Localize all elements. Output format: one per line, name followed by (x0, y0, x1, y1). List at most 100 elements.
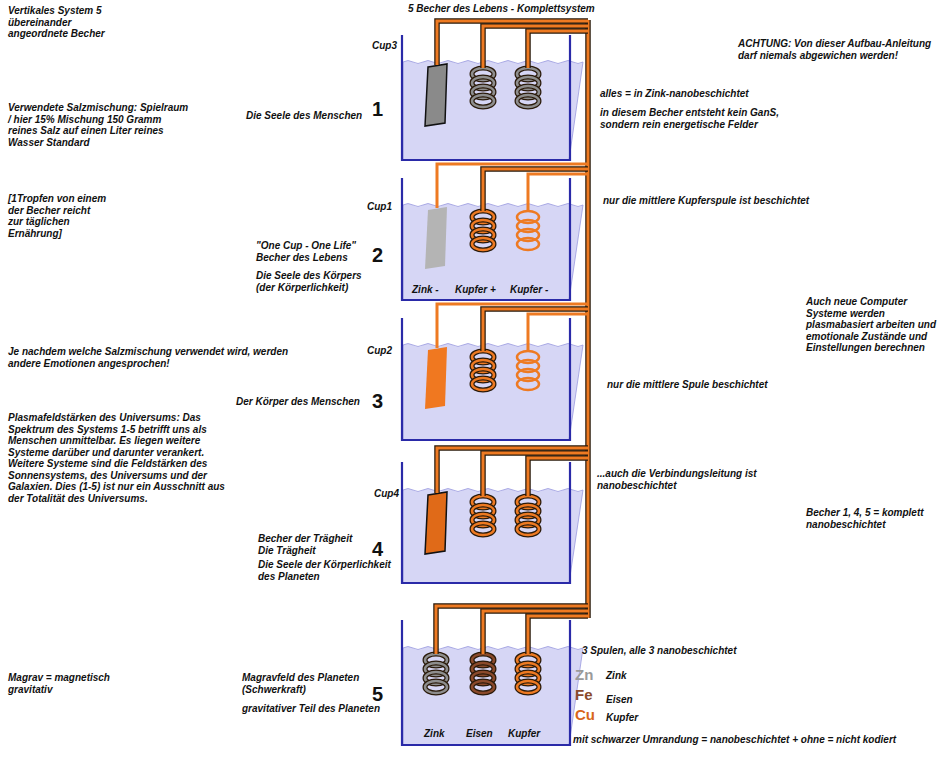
coil-coating (472, 681, 494, 693)
note-label: Kupfer - (510, 284, 548, 296)
wire-coating (483, 169, 588, 211)
note-label: Eisen (466, 728, 493, 740)
element-symbol: Cu (575, 706, 595, 723)
water (403, 344, 583, 441)
coil-coating (517, 681, 539, 693)
wire-coating (528, 616, 588, 654)
wire-coating (528, 31, 588, 68)
beaker (402, 304, 588, 440)
beaker-wall (402, 620, 570, 745)
beaker (402, 448, 588, 583)
note-label: "One Cup - One Life" Becher des Lebens (256, 240, 368, 263)
note-label: [1Tropfen von einem der Becher reicht zu… (8, 193, 108, 239)
note-label: Zink (606, 670, 627, 682)
note-label: mit schwarzer Umrandung = nanobeschichte… (573, 734, 896, 746)
coil-winding (517, 95, 539, 107)
water (403, 489, 583, 584)
note-label: Vertikales System 5 übereinander angeord… (8, 5, 108, 40)
note-label: Cup2 (367, 345, 392, 357)
note-label: Verwendete Salzmischung: Spielraum / hie… (8, 102, 193, 148)
wire-coating (483, 309, 588, 351)
wire-coating (483, 26, 588, 68)
beaker-wall (402, 35, 570, 160)
note-label: Je nachdem welche Salzmischung verwendet… (8, 346, 308, 369)
note-label: gravitativer Teil des Planeten (242, 703, 380, 715)
note-label: ACHTUNG: Von dieser Aufbau-Anleitung dar… (738, 38, 933, 61)
wire (528, 458, 588, 496)
coil-winding (517, 523, 539, 535)
wire-coating (585, 20, 591, 618)
element-symbol: Zn (575, 666, 593, 683)
coil-coating (472, 238, 494, 250)
note-label: 3 Spulen, alle 3 nanobeschichtet (582, 645, 737, 657)
note-label: Der Körper des Menschen (236, 396, 360, 408)
callout-number: 2 (372, 244, 383, 267)
coil-winding (472, 378, 494, 390)
note-label: Cup4 (374, 488, 399, 500)
wire (436, 606, 588, 654)
electrode-plate (425, 64, 447, 126)
title: 5 Becher des Lebens - Komplettsystem (408, 3, 595, 15)
coil-winding (472, 681, 494, 693)
wire-coating (436, 606, 588, 654)
note-label: Die Seele des Körpers (der Körperlichkei… (256, 270, 380, 293)
coil-winding (425, 681, 447, 693)
beaker-wall (402, 462, 570, 583)
note-label: Kupfer (606, 712, 638, 724)
wire-coating (483, 453, 588, 496)
note-label: Zink - (412, 284, 439, 296)
note-label: Die Seele der Körperlichkeit des Planete… (258, 559, 396, 582)
coil-winding (472, 523, 494, 535)
coil-winding (472, 238, 494, 250)
note-label: nur die mittlere Kupferspule ist beschic… (603, 195, 809, 207)
note-label: Becher 1, 4, 5 = komplett nanobeschichte… (806, 507, 940, 530)
callout-number: 3 (372, 390, 383, 413)
water (403, 647, 583, 746)
coil-coating (517, 523, 539, 535)
callout-number: 5 (372, 683, 383, 706)
wire (483, 453, 588, 496)
callout-number: 4 (372, 538, 383, 561)
coil-coating (472, 95, 494, 107)
note-label: nur die mittlere Spule beschichtet (607, 379, 768, 391)
beaker (402, 21, 588, 160)
note-label: Cup1 (367, 201, 392, 213)
note-label: Kupfer (508, 728, 540, 740)
bus-line (588, 20, 589, 618)
note-label: Die Seele des Menschen (246, 110, 362, 122)
note-label: Eisen (606, 694, 633, 706)
coil-coating (472, 523, 494, 535)
wire (528, 616, 588, 654)
wire (483, 26, 588, 68)
coil-coating (472, 378, 494, 390)
wire (483, 309, 588, 351)
element-symbol: Fe (575, 686, 593, 703)
note-label: ...auch die Verbindungsleitung ist nanob… (597, 468, 792, 491)
callout-number: 1 (372, 98, 383, 121)
note-label: Auch neue Computer Systeme werden plasma… (806, 296, 946, 354)
beaker (402, 606, 588, 745)
coil-winding (472, 95, 494, 107)
note-label: Magrav = magnetisch gravitativ (8, 672, 126, 695)
wire (587, 20, 590, 618)
note-label: Magravfeld des Planeten (Schwerkraft) (242, 672, 377, 695)
note-label: Zink (424, 728, 445, 740)
note-label: Cup3 (372, 40, 397, 52)
electrode-plate (425, 207, 447, 269)
coil-winding (517, 378, 539, 390)
note-label: in diesem Becher entsteht kein GanS, son… (600, 107, 815, 130)
coil-coating (517, 95, 539, 107)
coil-coating (425, 681, 447, 693)
note-label: alles = in Zink-nanobeschichtet (600, 88, 749, 100)
wire-coating (528, 458, 588, 496)
wire-coating (483, 611, 588, 654)
wire (528, 174, 588, 211)
wire (483, 169, 588, 211)
coil-winding (517, 681, 539, 693)
electrode-plate (425, 492, 447, 554)
water (403, 204, 583, 301)
note-label: Plasmafeldstärken des Universums: Das Sp… (8, 412, 236, 504)
note-label: Kupfer + (455, 284, 496, 296)
wire (528, 31, 588, 68)
